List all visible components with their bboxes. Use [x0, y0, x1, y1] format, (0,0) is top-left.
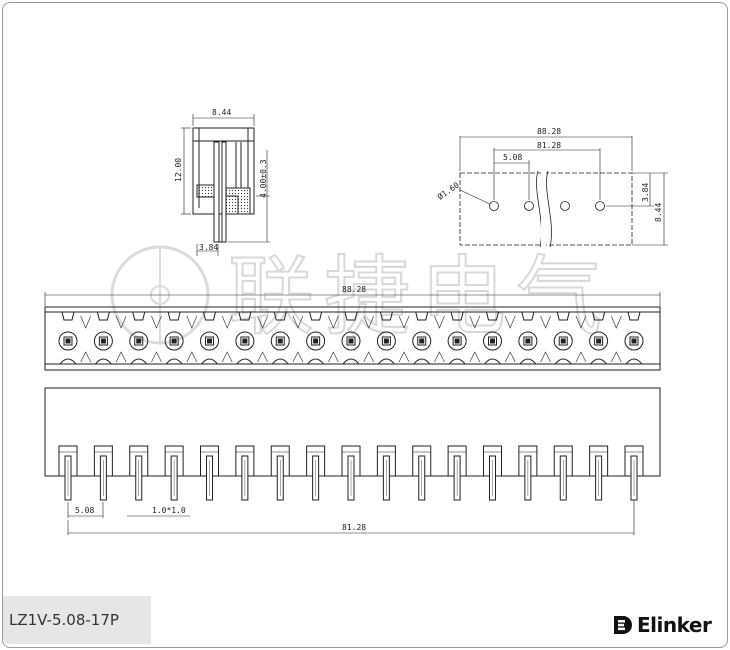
- front-span-label: 81.28: [342, 523, 366, 532]
- front-view: [44, 387, 661, 535]
- brand-logo: Elinker: [612, 612, 712, 638]
- footprint-hole-label: Ø1.60: [435, 180, 461, 202]
- terminal-pin: [164, 445, 184, 501]
- top-overall-label: 88.28: [342, 285, 366, 294]
- brand-name: Elinker: [637, 613, 712, 637]
- terminal-cell: [200, 311, 233, 365]
- footprint-row-offset-label: 3.84: [641, 183, 650, 202]
- terminal-cell: [341, 311, 374, 365]
- terminal-pin: [129, 445, 149, 501]
- footprint-hole: [524, 201, 534, 211]
- terminal-cell: [93, 311, 127, 365]
- terminal-cell: [412, 311, 445, 365]
- watermark-text: 联捷电气: [228, 247, 612, 347]
- terminal-pin: [589, 445, 609, 501]
- terminal-pin: [624, 445, 644, 501]
- terminal-pin: [447, 445, 467, 501]
- side-pin-offset-label: 3.84: [199, 243, 218, 252]
- terminal-cell: [518, 311, 551, 365]
- side-width-label: 8.44: [212, 108, 231, 117]
- terminal-pin: [412, 445, 432, 501]
- terminal-pin: [518, 445, 538, 501]
- terminal-pin: [341, 445, 361, 501]
- side-height-label: 12.00: [174, 158, 183, 182]
- terminal-cell: [483, 311, 516, 365]
- terminal-cell: [624, 311, 644, 365]
- terminal-pin: [270, 445, 290, 501]
- part-number-label: LZ1V-5.08-17P: [3, 596, 151, 644]
- front-pitch-label: 5.08: [75, 506, 94, 515]
- pcb-footprint: [459, 136, 668, 250]
- terminal-pin: [483, 445, 502, 501]
- terminal-cell: [164, 311, 198, 365]
- side-pin-height-label: 4.00±0.3: [259, 159, 268, 198]
- elinker-logo-icon: [614, 616, 632, 634]
- terminal-cell: [553, 311, 587, 365]
- terminal-cell: [270, 311, 304, 365]
- footprint-overall-label: 88.28: [537, 127, 561, 136]
- footprint-hole: [560, 201, 570, 211]
- footprint-pitch-label: 5.08: [503, 153, 522, 162]
- top-view: [44, 292, 661, 371]
- terminal-pin: [306, 445, 326, 501]
- watermark: 联捷电气: [110, 245, 612, 348]
- terminal-cell: [589, 311, 622, 365]
- terminal-pin: [93, 445, 113, 501]
- terminal-cell: [58, 311, 91, 365]
- terminal-cell: [235, 311, 268, 365]
- terminal-pin: [553, 445, 573, 501]
- front-pin-label: 1.0*1.0: [152, 506, 186, 515]
- footprint-span-label: 81.28: [537, 141, 561, 150]
- footprint-hole: [595, 201, 605, 211]
- footprint-hole: [489, 201, 499, 211]
- terminal-pin: [235, 445, 255, 501]
- terminal-pin: [58, 445, 78, 501]
- side-view: [181, 114, 270, 256]
- footprint-depth-label: 8.44: [654, 203, 663, 222]
- terminal-cell: [447, 311, 481, 365]
- terminal-cell: [306, 311, 339, 365]
- terminal-cell: [376, 311, 410, 365]
- terminal-pin: [200, 445, 219, 501]
- terminal-pin: [376, 445, 396, 501]
- terminal-cell: [129, 311, 162, 365]
